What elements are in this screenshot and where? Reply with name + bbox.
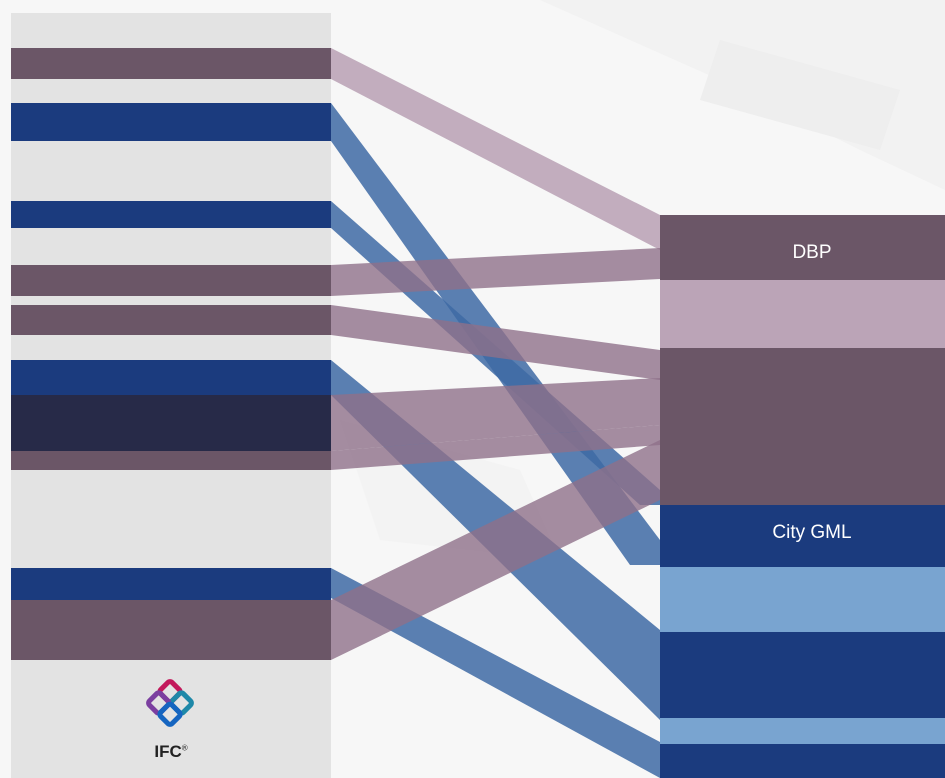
flow-10 <box>331 440 660 660</box>
ifc-bar-9 <box>11 568 331 600</box>
citygml-bar-3 <box>660 632 945 718</box>
flow-9 <box>331 568 660 778</box>
citygml-bar-1 <box>660 505 945 567</box>
ifc-bar-8 <box>11 451 331 470</box>
ifc-bar-5 <box>11 305 331 335</box>
ifc-bar-10 <box>11 600 331 660</box>
citygml-label: City GML <box>772 522 852 543</box>
mapping-flows <box>331 48 660 778</box>
citygml-bar-4 <box>660 718 945 744</box>
flow-5 <box>331 305 660 380</box>
ifc-bar-2 <box>11 103 331 141</box>
dbp-bar-1 <box>660 215 945 280</box>
ifc-bars <box>11 48 331 660</box>
flow-8 <box>331 425 660 470</box>
ifc-bar-4 <box>11 265 331 296</box>
ifc-logo-name: IFC <box>154 742 182 761</box>
flow-1 <box>331 48 660 250</box>
ifc-logo-text: IFC® <box>154 742 187 762</box>
dbp-bar-2 <box>660 280 945 348</box>
dbp-bar-3 <box>660 348 945 505</box>
ifc-bar-1 <box>11 48 331 79</box>
ifc-bar-6 <box>11 360 331 395</box>
ifc-logo-icon <box>146 679 194 727</box>
flow-4 <box>331 248 660 296</box>
citygml-bar-2 <box>660 567 945 632</box>
ifc-bar-3 <box>11 201 331 228</box>
target-bars <box>660 215 945 778</box>
registered-mark: ® <box>181 743 188 753</box>
dbp-label: DBP <box>792 242 832 263</box>
flow-7 <box>331 378 660 451</box>
citygml-bar-5 <box>660 744 945 778</box>
ifc-bar-7 <box>11 395 331 451</box>
